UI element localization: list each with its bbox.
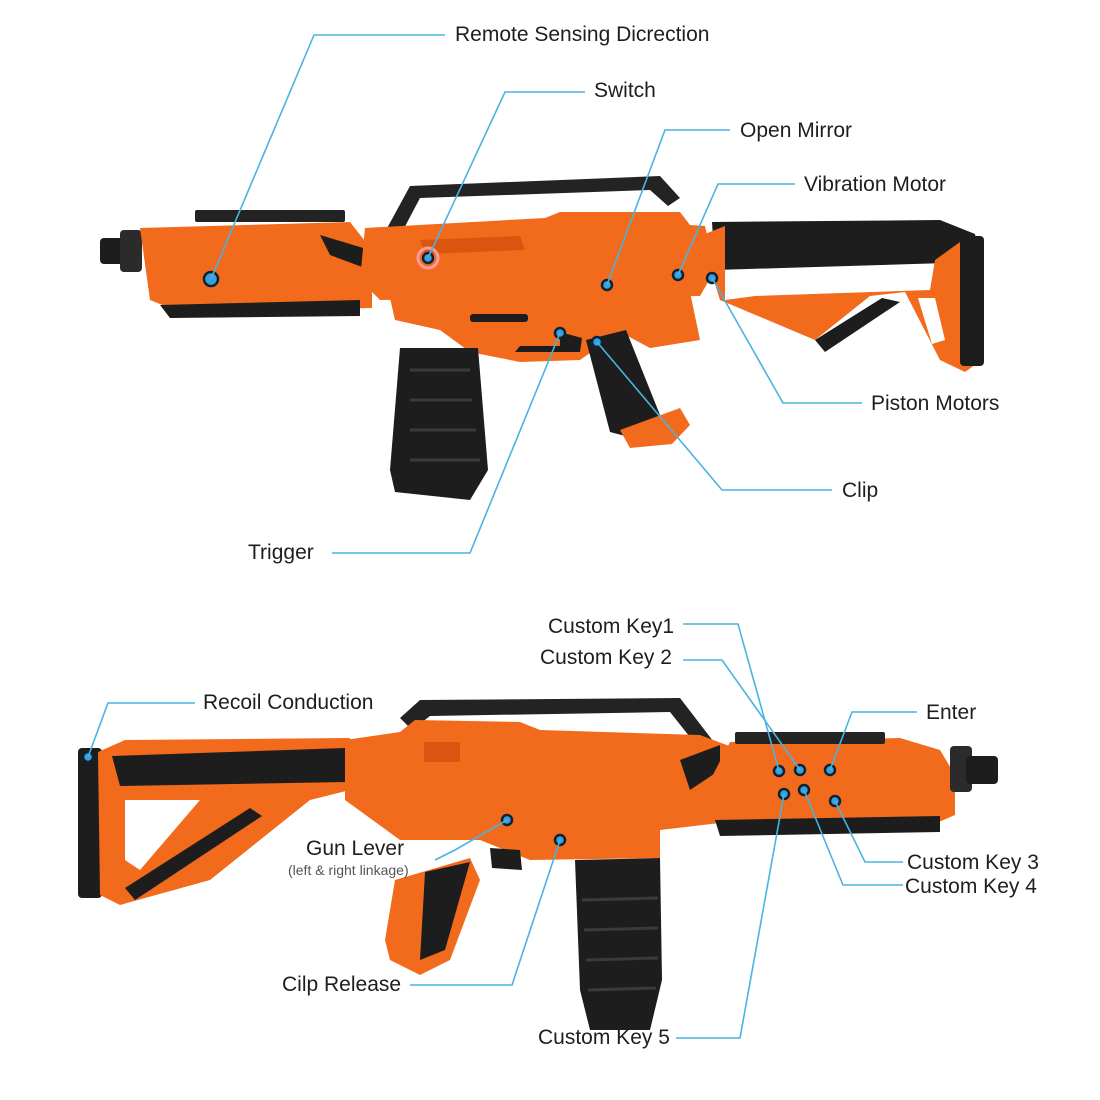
bottom-muzzle — [966, 756, 998, 784]
leader-custom-key4 — [803, 789, 903, 886]
top-lower-receiver — [390, 292, 700, 362]
top-magazine — [390, 348, 488, 500]
label-gun-lever-note: (left & right linkage) — [288, 862, 409, 878]
leader-cilp-release — [410, 839, 561, 986]
leader-custom-key3 — [834, 800, 903, 863]
top-front-rail — [195, 210, 345, 222]
label-cilp-release: Cilp Release — [282, 973, 401, 996]
bottom-carry-handle — [400, 698, 720, 756]
leader-recoil — [87, 702, 195, 758]
leader-custom-key5 — [676, 793, 785, 1039]
leader-piston-motors — [711, 277, 862, 404]
label-gun-lever: Gun Lever — [306, 837, 404, 860]
label-vibration-motor: Vibration Motor — [804, 173, 946, 196]
bottom-magazine — [575, 858, 662, 1030]
top-stock-upper — [712, 220, 980, 270]
label-custom-key1: Custom Key1 — [548, 615, 674, 638]
label-switch: Switch — [594, 79, 656, 102]
bottom-stock-pad — [112, 748, 345, 786]
bottom-front-rail — [735, 732, 885, 744]
top-receiver — [360, 212, 715, 300]
leader-gun-lever — [434, 819, 508, 861]
label-custom-key4: Custom Key 4 — [905, 875, 1037, 898]
top-handguard — [140, 222, 372, 312]
bottom-handguard — [705, 738, 955, 830]
top-gun-illustration — [100, 176, 984, 500]
bottom-receiver — [345, 720, 745, 860]
label-open-mirror: Open Mirror — [740, 119, 852, 142]
label-custom-key5: Custom Key 5 — [538, 1026, 670, 1049]
label-trigger: Trigger — [248, 541, 314, 564]
label-remote-sensing: Remote Sensing Dicrection — [455, 23, 709, 46]
label-piston-motors: Piston Motors — [871, 392, 999, 415]
leader-trigger — [332, 332, 561, 554]
top-grip — [586, 330, 662, 440]
leader-custom-key2 — [683, 659, 801, 771]
leader-open-mirror — [606, 129, 730, 286]
leader-remote-sensing — [210, 34, 445, 280]
label-enter: Enter — [926, 701, 976, 724]
leader-vibration-motor — [677, 183, 795, 276]
bottom-gun-illustration — [78, 698, 998, 1030]
leader-switch — [427, 91, 585, 259]
label-clip: Clip — [842, 479, 878, 502]
label-recoil-conduction: Recoil Conduction — [203, 691, 373, 714]
label-custom-key2: Custom Key 2 — [540, 646, 672, 669]
leader-clip — [596, 341, 832, 491]
top-stock — [700, 226, 982, 372]
leader-enter — [829, 711, 917, 771]
label-custom-key3: Custom Key 3 — [907, 851, 1039, 874]
